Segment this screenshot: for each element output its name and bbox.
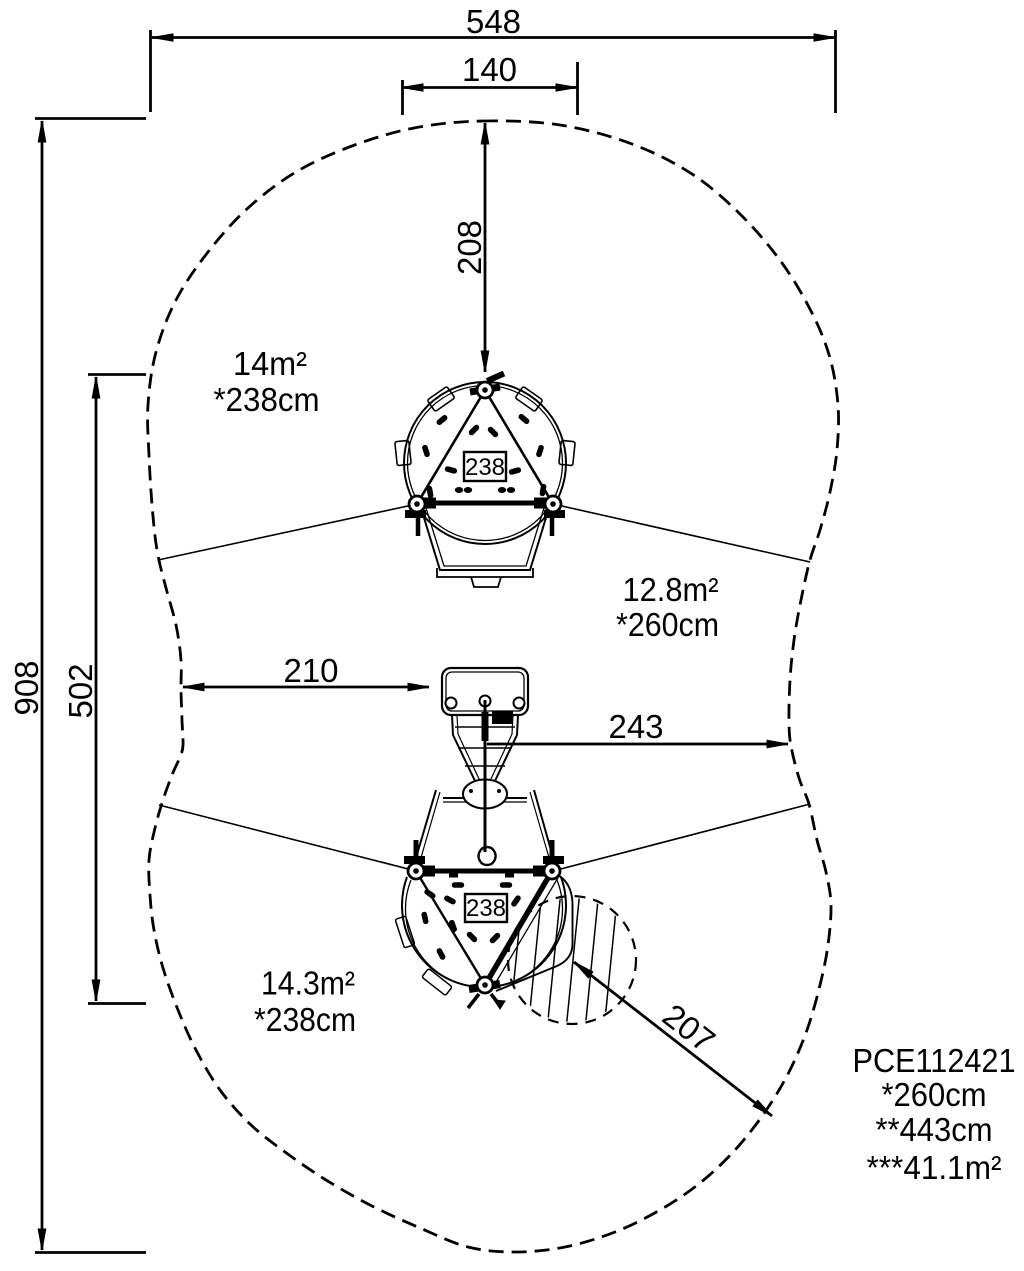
svg-text:502: 502 [62,663,99,718]
svg-text:***41.1m²: ***41.1m² [867,1149,1002,1186]
svg-text:238: 238 [466,895,506,922]
svg-text:140: 140 [462,51,517,88]
svg-text:908: 908 [8,660,45,715]
svg-text:**443cm: **443cm [876,1111,993,1148]
svg-text:14.3m²: 14.3m² [261,965,355,1002]
svg-text:PCE112421: PCE112421 [853,1042,1016,1079]
svg-text:*238cm: *238cm [254,1001,356,1038]
svg-text:12.8m²: 12.8m² [623,571,719,608]
svg-text:243: 243 [608,708,663,745]
svg-text:548: 548 [466,3,521,40]
svg-text:208: 208 [451,220,488,275]
svg-text:*260cm: *260cm [616,606,719,643]
svg-text:14m²: 14m² [233,345,307,382]
svg-text:238: 238 [465,454,505,481]
svg-text:*260cm: *260cm [882,1076,987,1113]
svg-text:*238cm: *238cm [214,381,320,418]
svg-text:210: 210 [283,652,338,689]
